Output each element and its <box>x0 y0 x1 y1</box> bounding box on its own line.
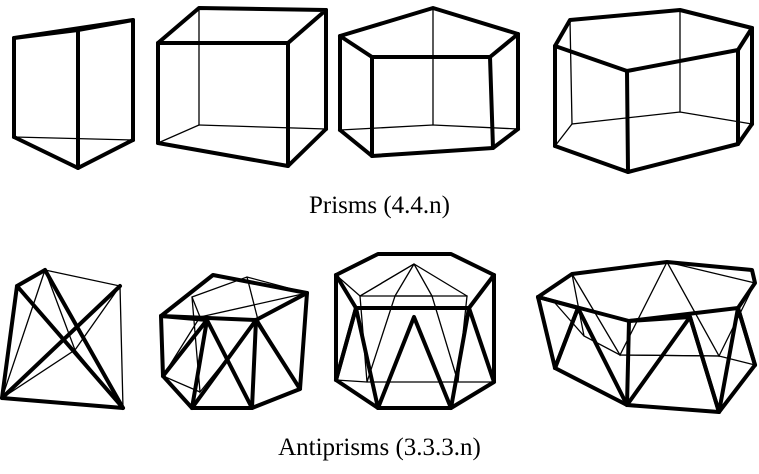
prisms-caption: Prisms (4.4.n) <box>309 192 450 219</box>
pentagonal-antiprism <box>334 252 496 410</box>
triangular-prism <box>12 18 135 170</box>
triangular-antiprism <box>0 268 125 410</box>
pentagonal-prism <box>338 6 520 158</box>
hexagonal-prism <box>553 8 754 174</box>
hexagonal-antiprism <box>536 260 757 414</box>
antiprisms-caption: Antiprisms (3.3.3.n) <box>278 434 481 461</box>
square-prism <box>156 6 328 168</box>
square-antiprism <box>159 273 309 410</box>
